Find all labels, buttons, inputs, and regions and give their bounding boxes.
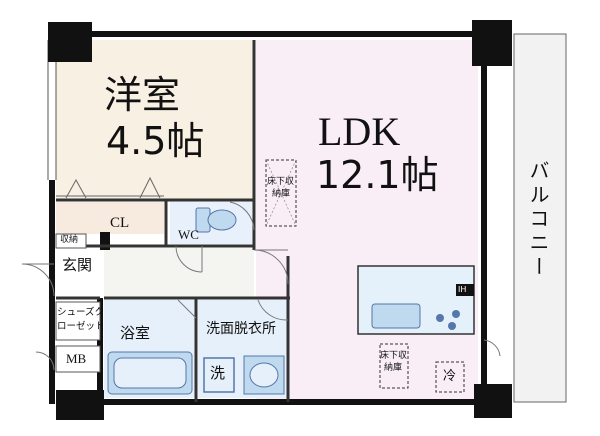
- underfloor-storage-1-diag-b: [265, 159, 297, 227]
- storage-label: 収納: [60, 235, 79, 245]
- washer-box: [203, 357, 235, 393]
- western-room-label: 洋室: [104, 73, 181, 117]
- interior-walls: [56, 40, 290, 402]
- wc-door-swing: [175, 245, 203, 273]
- fridge-label: 冷: [443, 369, 457, 384]
- balcony-door-swing: [483, 339, 501, 357]
- western-left-wall: [47, 40, 57, 180]
- column-top-left: [48, 22, 92, 62]
- ldk-size: 12.1帖: [316, 153, 439, 197]
- shoe-closet-label-1: シューズク: [57, 307, 105, 318]
- washroom-label: 洗面脱衣所: [206, 321, 276, 337]
- column-bottom-right: [474, 384, 512, 418]
- entrance-floor: [56, 248, 102, 296]
- column-top-right: [472, 20, 512, 66]
- meter-box-box: [55, 345, 101, 373]
- ldk-door-swing: [253, 249, 289, 285]
- wc-label: WC: [178, 227, 199, 242]
- fridge-box: [435, 361, 465, 393]
- entrance-label: 玄関: [62, 256, 93, 274]
- bathroom-label: 浴室: [120, 324, 151, 342]
- bath-door: [177, 299, 197, 319]
- balcony-floor: [513, 33, 567, 403]
- closet-doors: [56, 176, 164, 199]
- column-mid-left: [100, 232, 110, 250]
- closet-label: CL: [110, 215, 130, 231]
- hallway-floor: [104, 248, 254, 298]
- shoe-closet-label-2: ローゼット: [57, 321, 105, 332]
- ih-label: IH: [458, 285, 467, 294]
- meter-box-label: MB: [66, 351, 87, 366]
- ldk-floor: [256, 40, 478, 402]
- underfloor-storage-2-label-1: 床下収: [380, 351, 408, 361]
- washer-label: 洗: [210, 364, 226, 382]
- underfloor-storage-1-label-1: 床下収: [267, 177, 295, 187]
- kitchen-counter: [357, 265, 475, 335]
- bathtub: [107, 351, 193, 395]
- shoe-closet-box: [55, 301, 101, 341]
- underfloor-storage-1-label-2: 納庫: [272, 189, 291, 199]
- mb-door-swing: [35, 351, 55, 371]
- underfloor-storage-2-box: [379, 343, 409, 389]
- washroom-door-swing: [257, 299, 289, 321]
- western-door-swing: [229, 201, 255, 231]
- underfloor-storage-2-label-2: 納庫: [384, 363, 403, 373]
- western-room-size: 4.5帖: [106, 119, 205, 163]
- western-room-floor: [56, 40, 254, 200]
- vanity-sink: [243, 355, 285, 395]
- balcony-label: バルコニー: [526, 160, 550, 280]
- underfloor-storage-1-box: [265, 159, 297, 227]
- ldk-label: LDK: [318, 109, 401, 154]
- column-bottom-left: [56, 390, 104, 420]
- closet-floor: [56, 202, 164, 234]
- storage-box: [55, 233, 87, 249]
- toilet: [195, 207, 237, 233]
